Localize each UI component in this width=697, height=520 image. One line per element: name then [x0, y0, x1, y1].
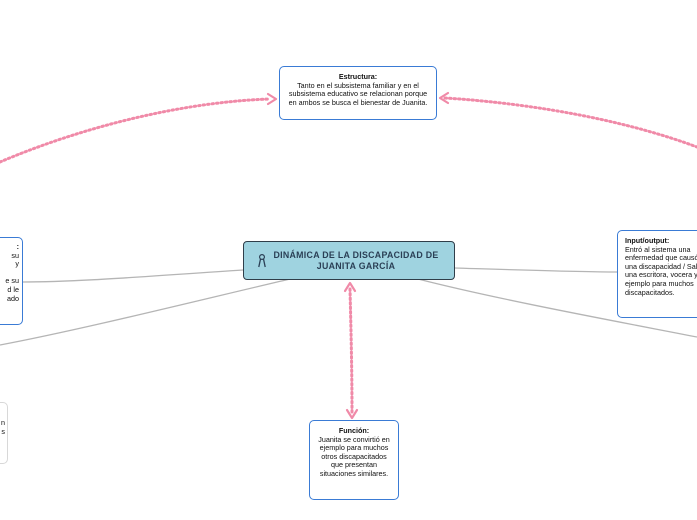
topic-left-partial[interactable]: : su y e su d le ado — [0, 237, 23, 325]
branch-line-right-upper — [454, 267, 618, 273]
topic-funcion-title: Función: — [338, 426, 370, 435]
arrowhead-vertical-top — [343, 281, 357, 293]
dependency-arc-left — [0, 97, 272, 164]
left-partial-line: su — [11, 250, 19, 260]
topic-estructura[interactable]: Estructura: Tanto en el subsistema famil… — [279, 66, 437, 120]
arrowhead-left-arc — [266, 92, 278, 106]
branch-line-left-upper — [21, 269, 244, 283]
central-topic-title: DINÁMICA DE LA DISCAPACIDAD DE JUANITA G… — [273, 250, 439, 271]
left-partial-line: y — [15, 259, 19, 269]
arrowhead-vertical-bottom — [345, 408, 359, 420]
branch-line-left-lower — [0, 278, 291, 346]
left-partial-line: d le — [7, 284, 19, 294]
bottom-left-partial-line: s — [1, 426, 5, 436]
topic-input-output-title: Input/output: — [625, 236, 670, 245]
topic-input-output[interactable]: Input/output: Entró al sistema una enfer… — [617, 230, 697, 318]
topic-funcion[interactable]: Función: Juanita se convirtió en ejemplo… — [309, 420, 399, 500]
dependency-line-vertical — [348, 287, 354, 414]
topic-bottom-left-partial[interactable]: n s — [0, 402, 8, 464]
arrowhead-right-arc — [438, 91, 450, 105]
bottom-left-partial-line: n — [1, 418, 5, 427]
topic-left-partial-title: : — [16, 242, 19, 251]
branch-line-right-lower — [417, 278, 697, 338]
central-topic[interactable]: DINÁMICA DE LA DISCAPACIDAD DE JUANITA G… — [243, 241, 455, 280]
ribbon-icon — [258, 254, 266, 268]
topic-input-output-text: Entró al sistema una enfermedad que caus… — [625, 244, 697, 297]
topic-funcion-text: Juanita se convirtió en ejemplo para muc… — [318, 434, 390, 478]
dependency-arc-right — [443, 96, 697, 149]
left-partial-line: ado — [7, 293, 19, 303]
topic-estructura-title: Estructura: — [338, 72, 378, 81]
topic-estructura-text: Tanto en el subsistema familiar y en el … — [288, 80, 428, 107]
left-partial-line: e su — [5, 276, 19, 286]
